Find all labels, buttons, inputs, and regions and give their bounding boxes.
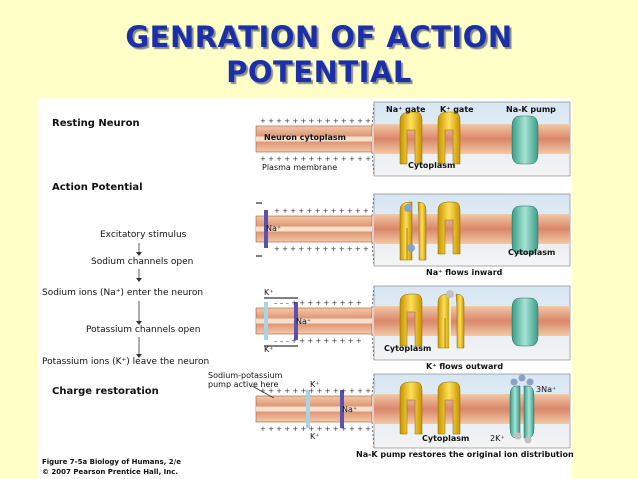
cytoplasm-label-4: Cytoplasm	[422, 434, 470, 443]
caption-k-flows-outward: K⁺ flows outward	[426, 362, 504, 371]
neuron-cytoplasm-label: Neuron cytoplasm	[264, 133, 346, 142]
axon-na-restore: Na⁺	[342, 405, 358, 414]
pointer-lines	[251, 385, 275, 399]
pump-active-label-1: Sodium-potassium	[208, 371, 283, 380]
svg-text:+ + + + + + + + + + + +: + + + + + + + + + + + +	[274, 207, 369, 215]
caption-na-flows-inward: Na⁺ flows inward	[426, 268, 503, 277]
panel-action	[373, 193, 571, 267]
step-sodium-ions-enter: Sodium ions (Na⁺) enter the neuron	[42, 288, 204, 298]
charge-marks: + + + + + + + + + + + + + + + + + + + + …	[260, 117, 379, 433]
caption-pump-restores: Na-K pump restores the original ion dist…	[356, 450, 574, 459]
cytoplasm-label-3: Cytoplasm	[384, 344, 432, 353]
svg-text:+ + + + + + + + + + + + + + +: + + + + + + + + + + + + + + +	[260, 117, 379, 125]
nak-pump-label: Na-K pump	[506, 105, 556, 114]
slide-title-line2: POTENTIAL	[226, 55, 412, 89]
section-resting-neuron: Resting Neuron	[52, 118, 140, 129]
section-charge-restoration: Charge restoration	[52, 386, 159, 397]
step-potassium-ions-leave: Potassium ions (K⁺) leave the neuron	[42, 357, 210, 367]
figure-credit-line2: © 2007 Pearson Prentice Hall, Inc.	[42, 468, 179, 476]
flow-arrowheads	[136, 252, 142, 358]
action-potential-figure: + + + + + + + + + + + + + + + + + + + + …	[38, 98, 574, 479]
figure-illustration: + + + + + + + + + + + + + + + + + + + + …	[136, 101, 571, 449]
three-na-label: 3Na⁺	[536, 385, 557, 394]
step-sodium-channels-open: Sodium channels open	[91, 257, 194, 267]
two-k-label: 2K⁺	[490, 434, 505, 443]
svg-text:+ + + + + + + + + + + +: + + + + + + + + + + + +	[274, 245, 369, 253]
slide-title-line1: GENRATION OF ACTION	[125, 20, 513, 54]
na-gate-label: Na⁺ gate	[386, 105, 426, 114]
cytoplasm-label-1: Cytoplasm	[408, 161, 456, 170]
axon-resting	[255, 125, 373, 153]
panel-restoration	[373, 373, 571, 449]
plasma-membrane-label: Plasma membrane	[262, 163, 338, 172]
step-excitatory-stimulus: Excitatory stimulus	[100, 230, 187, 240]
axon-na-label-2: Na⁺	[296, 317, 312, 326]
panel-potassium	[373, 285, 571, 361]
axon-k-bottom-label: K⁺	[264, 345, 274, 354]
axon-k-restore-bottom: K⁺	[310, 432, 320, 441]
figure-credit-line1: Figure 7-5a Biology of Humans, 2/e	[42, 458, 181, 466]
k-gate-label: K⁺ gate	[440, 105, 474, 114]
slide-title: GENRATION OF ACTION POTENTIAL	[0, 20, 638, 90]
svg-text:– – – + + + + + + + + +: – – – + + + + + + + + +	[274, 337, 362, 345]
axon-na-label: Na⁺	[266, 224, 282, 233]
axon-k-top-label: K⁺	[264, 288, 274, 297]
svg-text:– – – + + + + + + + + +: – – – + + + + + + + + +	[274, 299, 362, 307]
svg-text:+ + + + + + + + + + + + + + +: + + + + + + + + + + + + + + +	[260, 425, 379, 433]
axon-restoration	[255, 390, 373, 428]
axon-k-restore-top: K⁺	[310, 380, 320, 389]
section-action-potential: Action Potential	[52, 182, 143, 193]
panel-resting	[373, 101, 571, 177]
step-potassium-channels-open: Potassium channels open	[86, 325, 201, 335]
axon-potassium	[255, 297, 373, 347]
cytoplasm-label-2: Cytoplasm	[508, 248, 556, 257]
svg-text:+ + + + + + + + + + + + + + +: + + + + + + + + + + + + + + +	[260, 155, 379, 163]
zoom-connectors	[371, 103, 375, 449]
svg-text:+ + + + + + + + + + + + + + +: + + + + + + + + + + + + + + +	[260, 387, 379, 395]
axon-action	[255, 202, 373, 257]
pump-active-label-2: pump active here	[208, 380, 279, 389]
